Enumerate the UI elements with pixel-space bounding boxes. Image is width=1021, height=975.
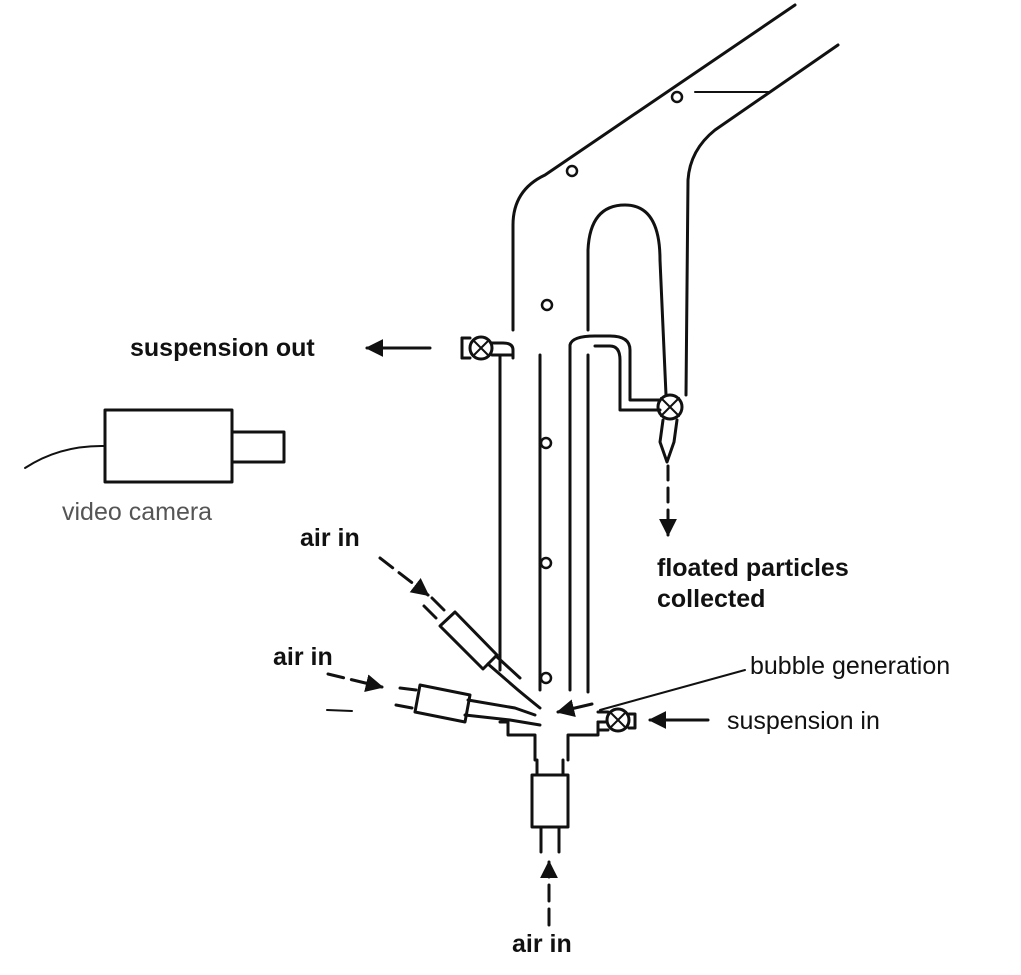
suspension-out-valve-icon — [460, 335, 515, 361]
t-junction — [498, 720, 608, 762]
collection-valve-icon — [656, 393, 684, 464]
bottom-air-nozzle-icon — [530, 758, 570, 854]
bubble-generation-leader — [599, 669, 746, 711]
bubble-generation-arrow-icon — [556, 699, 594, 718]
middle-air-nozzle-icon — [394, 683, 542, 727]
collected-label: collected — [657, 585, 765, 613]
suspension-in-valve-icon — [596, 707, 637, 733]
bubbles — [539, 90, 684, 685]
stray-mark — [326, 709, 353, 712]
suspension-in-label: suspension in — [727, 707, 880, 735]
flotation-column — [498, 3, 840, 694]
video-camera-label: video camera — [62, 498, 212, 526]
suspension-out-label: suspension out — [130, 334, 315, 362]
air-in-upper-label: air in — [300, 524, 360, 552]
air-in-bottom-label: air in — [512, 930, 572, 958]
video-camera-icon — [24, 408, 286, 484]
floated-particles-label: floated particles — [657, 554, 849, 582]
upper-air-nozzle-icon — [422, 596, 542, 710]
air-in-middle-label: air in — [273, 643, 333, 671]
middle-air-in-arrow-icon — [326, 672, 384, 692]
upper-air-in-arrow-icon — [378, 556, 430, 597]
bubble-generation-label: bubble generation — [750, 652, 950, 680]
